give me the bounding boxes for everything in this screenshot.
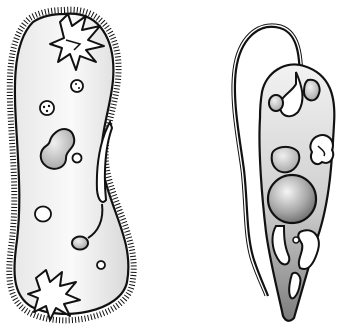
- paramecium: [9, 10, 133, 321]
- paramecium-food-vacuole-forming: [72, 237, 88, 250]
- paramecium-food-vacuole: [40, 101, 54, 115]
- euglena-contractile-vacuole: [269, 95, 283, 111]
- euglena-nucleus: [268, 175, 316, 223]
- euglena-chloroplast: [298, 230, 319, 269]
- paramecium-food-vacuole: [35, 207, 51, 222]
- euglena-eyespot: [304, 80, 320, 101]
- euglena: [232, 24, 334, 321]
- paramecium-food-vacuole: [71, 80, 83, 92]
- euglena-chloroplast: [272, 147, 300, 172]
- paramecium-food-vacuole: [97, 261, 105, 269]
- paramecium-food-vacuole: [73, 154, 82, 163]
- euglena-granule: [293, 237, 299, 243]
